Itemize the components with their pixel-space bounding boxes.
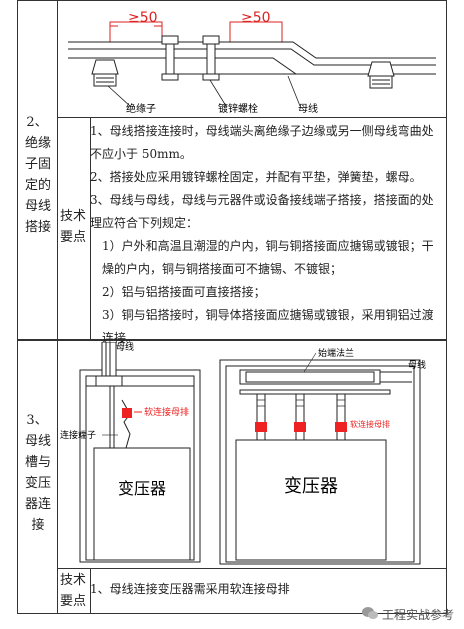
row2-point-5: 2）铝与铝搭接面可直接搭接；	[102, 285, 266, 299]
row2-point-3: 3、母线与母线，母线与元器件或设备接线端子搭接，搭接面的处理应符合下列规定：	[90, 193, 434, 230]
row2-point-1: 1、母线搭接连接时，母线端头离绝缘子边缘或另一侧母线弯曲处不应小于 50mm。	[90, 124, 434, 161]
busbar-left-label: 母线	[116, 342, 134, 353]
transformer-right-label: 变压器	[284, 476, 338, 497]
watermark: 工程实战参考	[361, 606, 454, 623]
wechat-icon	[361, 606, 378, 623]
soft-link-marker-3	[335, 422, 347, 432]
terminal-label: 连接端子	[60, 429, 96, 441]
row3-points: 1、母线连接变压器需采用软连接母排	[90, 578, 440, 601]
row3-title: 母线槽与变压器连接	[24, 434, 51, 533]
soft-link-marker-1	[255, 422, 267, 432]
row3-tech-label: 技术要点	[59, 573, 86, 609]
row2-tech-label: 技术要点	[59, 209, 86, 245]
row2-title: 绝缘子固定的母线搭接	[24, 136, 51, 235]
row2-point-2: 2、搭接处应采用镀锌螺栓固定，并配有平垫，弹簧垫，螺母。	[90, 170, 422, 184]
flange-label: 始端法兰	[318, 347, 354, 359]
dim-right-label: ≥50	[241, 10, 271, 26]
dim-left-label: ≥50	[128, 10, 158, 26]
row3-number: 3、	[26, 413, 48, 428]
insulator-label: 绝缘子	[126, 102, 156, 115]
row3-point-1: 1、母线连接变压器需采用软连接母排	[90, 582, 290, 596]
bolt-label: 镀锌螺栓	[218, 102, 258, 115]
soft-link-marker-2	[294, 422, 306, 432]
spec-table	[17, 0, 447, 614]
busbar-right-label: 母线	[408, 359, 426, 371]
soft-link-label: 软连接母排	[144, 406, 189, 418]
busway-transformer-diagram: 母线 软连接母排 连接端子 变压器 软连接母排 始端法兰 母线 变压器	[60, 342, 426, 565]
transformer-left-label: 变压器	[118, 479, 166, 498]
watermark-text: 工程实战参考	[381, 608, 454, 622]
row2-points: 1、母线搭接连接时，母线端头离绝缘子边缘或另一侧母线弯曲处不应小于 50mm。 …	[90, 120, 440, 350]
row2-point-4: 1）户外和高温且潮湿的户内，铜与铜搭接面应搪锡或镀银；干燥的户内，铜与铜搭接面可…	[102, 239, 434, 276]
busbar-label: 母线	[298, 102, 318, 115]
soft-link-right-label: 软连接母排	[350, 419, 390, 429]
busbar-lap-joint-diagram: ≥50 ≥50 绝缘子 镀锌螺栓 母线	[68, 10, 436, 115]
soft-link-marker-left	[122, 408, 132, 418]
row2-number: 2、	[26, 115, 48, 130]
